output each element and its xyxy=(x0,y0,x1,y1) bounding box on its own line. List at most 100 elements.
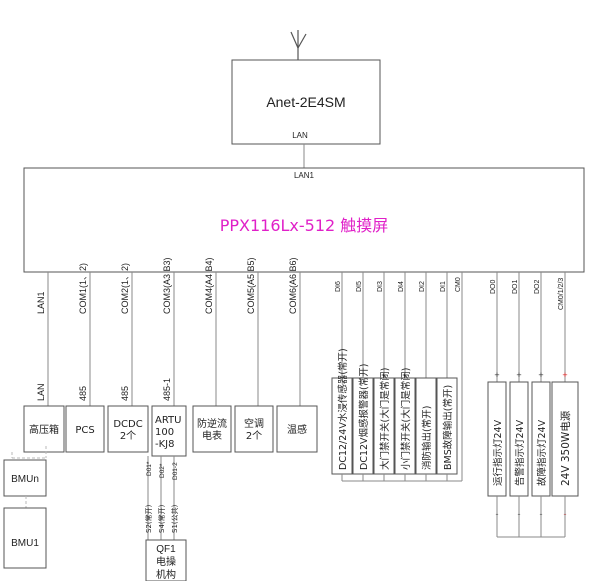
di-pin-label: DI5 xyxy=(356,281,363,292)
do-device-box xyxy=(551,381,579,497)
device-label: 100 xyxy=(155,427,174,438)
di-device-label: BMS故障输出(常开) xyxy=(442,385,454,470)
port-label: COM6(A6 B6) xyxy=(288,257,298,314)
artu-output-1: D01* xyxy=(146,461,153,476)
digital-input-5: DI2 消防输出(常开) xyxy=(415,272,437,481)
do-device-label: 运行指示灯24V xyxy=(492,419,504,486)
port-label: COM3(A3 B3) xyxy=(162,257,172,314)
do-pin-label: DO0 xyxy=(490,280,497,295)
qf1-line-2: 电操 xyxy=(156,555,176,568)
digital-output-2: DO1+告警指示灯24V- xyxy=(509,272,529,537)
artu-switch-1: S2(常开) xyxy=(144,504,153,533)
device-label: 防逆流 xyxy=(197,417,227,430)
di-pin-label: DI6 xyxy=(335,281,342,292)
artu-switch-3: S1(公共) xyxy=(170,504,179,533)
do-device-label: 告警指示灯24V xyxy=(514,419,526,486)
do-device-label: 24V 350W电源 xyxy=(559,410,572,486)
digital-input-4: DI4 小门禁开关(大门是常闭) xyxy=(394,272,416,481)
bmu-n-label: BMUn xyxy=(11,474,39,485)
device-label: -KJ8 xyxy=(155,439,174,450)
do-plus-label: + xyxy=(538,370,543,380)
artu-output-3: D01-2 xyxy=(172,462,179,480)
di-pin-label: DI2 xyxy=(419,281,426,292)
port-label: COM5(A5 B5) xyxy=(246,257,256,314)
device-label: ARTU xyxy=(155,415,182,426)
di-pin-label: DI1 xyxy=(440,281,447,292)
di-pin-label: DI4 xyxy=(398,281,405,292)
di-device-label: DC12/24V水浸传感器(常开) xyxy=(337,348,349,470)
gateway-lan-label: LAN xyxy=(292,131,308,140)
protocol-label: 485 xyxy=(120,386,130,401)
digital-outputs: DO0+运行指示灯24V-DO1+告警指示灯24V-DO2+故障指示灯24V-C… xyxy=(487,272,579,538)
screen-title: PPX116Lx-512 触摸屏 xyxy=(220,216,389,235)
di-device-label: DC12V烟感报警器(常开) xyxy=(358,364,370,470)
do-pin-label: DO1 xyxy=(512,280,519,295)
bmu-n-box xyxy=(3,459,47,497)
device-label: 高压箱 xyxy=(29,423,59,436)
device-label: 2个 xyxy=(120,430,136,442)
gateway-box: Anet-2E4SM LAN xyxy=(231,59,381,145)
device-box xyxy=(151,405,187,457)
qf1-breaker-box xyxy=(145,539,187,581)
di-pin-label: DI3 xyxy=(377,281,384,292)
di-device-label: 大门禁开关(大门是常闭) xyxy=(379,368,391,470)
bmu-1-label: BMU1 xyxy=(11,538,39,549)
do-plus-label: + xyxy=(494,370,499,380)
di-device-label: 消防输出(常开) xyxy=(421,406,433,470)
port-label: COM1(1、2) xyxy=(78,263,88,314)
device-box xyxy=(65,405,105,453)
bmu-1-box xyxy=(3,507,47,569)
di-device-label: 小门禁开关(大门是常闭) xyxy=(400,368,412,470)
artu-output-2: D02* xyxy=(159,463,166,478)
do-plus-label: + xyxy=(562,370,567,380)
device-box xyxy=(276,405,318,453)
device-label: 温感 xyxy=(287,423,307,436)
digital-output-3: DO2+故障指示灯24V- xyxy=(531,272,551,537)
do-device-label: 故障指示灯24V xyxy=(536,419,548,486)
artu-outputs: D01* D02* D01-2 S2(常开) S4(常开) S1(公共) QF1… xyxy=(144,456,187,581)
digital-input-3: DI3 大门禁开关(大门是常闭) xyxy=(373,272,395,481)
di-common-label: CM0 xyxy=(455,277,462,292)
do-pin-label: CM0/1/2/3 xyxy=(558,278,565,310)
bmu-group: BMUn BMU1 xyxy=(3,446,47,569)
device-label: PCS xyxy=(75,425,94,436)
port-label: LAN1 xyxy=(36,291,46,314)
qf1-line-3: 机构 xyxy=(156,568,176,581)
protocol-label: 485 xyxy=(78,386,88,401)
device-label: 电表 xyxy=(202,429,222,442)
digital-output-4: CM0/1/2/3+24V 350W电源- xyxy=(551,272,579,537)
screen-lan-label: LAN1 xyxy=(294,171,315,180)
di-common: CM0 xyxy=(342,272,463,482)
antenna-icon xyxy=(290,30,307,60)
port-column-7: COM6(A6 B6) 温感 xyxy=(276,257,318,453)
qf1-label: QF1 xyxy=(156,544,176,555)
touch-screen-box: LAN1 PPX116Lx-512 触摸屏 xyxy=(23,167,585,273)
device-box xyxy=(234,405,274,453)
device-label: 2个 xyxy=(246,430,262,442)
device-box xyxy=(23,405,65,453)
do-pin-label: DO2 xyxy=(534,280,541,295)
device-label: DCDC xyxy=(113,419,142,430)
device-box xyxy=(192,405,232,453)
do-plus-label: + xyxy=(516,370,521,380)
digital-inputs: DI6DC12/24V水浸传感器(常开)DI5DC12V烟感报警器(常开)DI3… xyxy=(331,272,463,482)
artu-switch-2: S4(常开) xyxy=(157,504,166,533)
device-box xyxy=(107,405,149,453)
port-label: COM2(1、2) xyxy=(120,263,130,314)
device-label: 空调 xyxy=(244,417,264,430)
gateway-name: Anet-2E4SM xyxy=(266,94,345,110)
protocol-label: LAN xyxy=(36,383,46,401)
digital-output-1: DO0+运行指示灯24V- xyxy=(487,272,507,537)
protocol-label: 485-1 xyxy=(162,378,172,401)
